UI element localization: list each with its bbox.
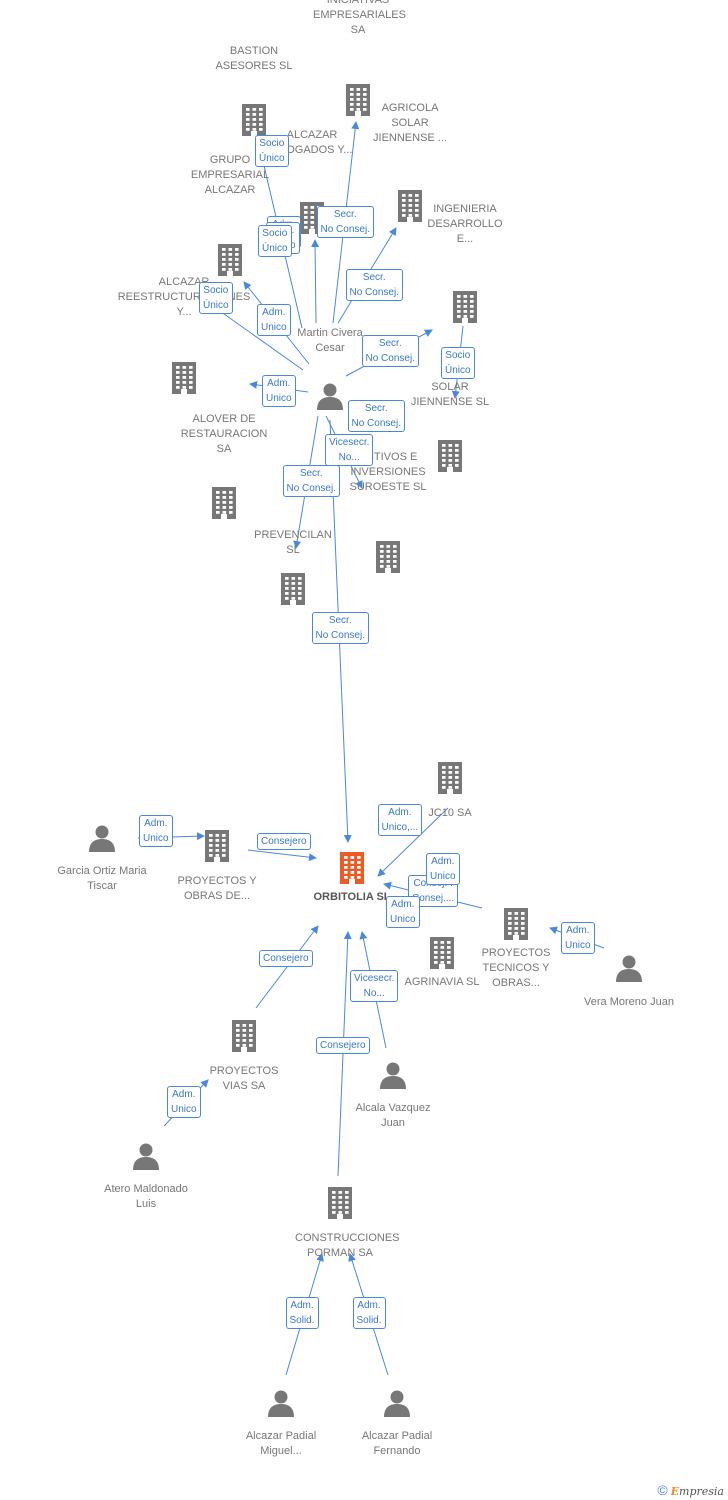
relation-label[interactable]: Consejero: [316, 1036, 370, 1054]
building-icon: [202, 829, 232, 868]
copyright-icon: ©: [657, 1482, 668, 1498]
building-icon: [427, 936, 457, 975]
node-label: Martin Civera Cesar: [297, 327, 363, 354]
node-label: Alcazar Padial Fernando: [361, 1430, 433, 1457]
node-label: PROYECTOS Y OBRAS DE...: [177, 875, 257, 902]
relation-label[interactable]: Adm.Unico: [139, 815, 173, 847]
node-label: GRUPO EMPRESARIAL ALCAZAR: [190, 154, 270, 196]
building-icon: [278, 572, 308, 611]
relation-label[interactable]: Vicesecr.No...: [325, 434, 374, 466]
relation-edge: [247, 849, 317, 862]
relation-label[interactable]: Adm.Unico: [257, 304, 291, 336]
node-label: SOLAR JIENNENSE SL: [410, 381, 490, 408]
brand-footer: ©Empresia: [657, 1482, 724, 1498]
relation-label[interactable]: Secr. No Consej.: [347, 400, 405, 432]
node-label: Alcala Vazquez Juan: [355, 1102, 431, 1129]
person-icon: [378, 1060, 408, 1095]
relation-label[interactable]: Consejero: [259, 949, 313, 967]
building-icon: [337, 851, 367, 890]
node-label: ACTIVOS E INVERSIONES SUROESTE SL: [349, 451, 427, 493]
relation-label[interactable]: Consejero: [257, 832, 311, 850]
building-icon: [215, 243, 245, 282]
node-label: Alcazar Padial Miguel...: [245, 1430, 317, 1457]
relation-label[interactable]: Adm.Unico,...: [377, 804, 423, 836]
node-label: INGENIERIA DESARROLLO E...: [427, 203, 503, 245]
relation-label[interactable]: Adm.Solid.: [285, 1297, 319, 1329]
node-label: ALOVER DE RESTAURACION SA: [180, 413, 268, 455]
relation-edge: [337, 931, 352, 1177]
node-label: AGRICOLA SOLAR JIENNENSE ...: [373, 102, 447, 144]
relation-label[interactable]: Secr. No Consej.: [345, 269, 403, 301]
node-label: ORBITOLIA SL: [313, 891, 391, 903]
building-icon: [501, 907, 531, 946]
node-label: AGRINAVIA SL: [404, 976, 480, 988]
relation-label[interactable]: Secr. No Consej.: [361, 335, 419, 367]
relation-label[interactable]: Adm.Unico: [426, 853, 460, 885]
person-icon: [315, 381, 345, 416]
node-label: CONSTRUCCIONES PORMAN SA: [295, 1232, 400, 1259]
person-icon: [614, 953, 644, 988]
building-icon: [435, 761, 465, 800]
building-icon: [395, 189, 425, 228]
relation-edge: [377, 807, 449, 877]
building-icon: [435, 439, 465, 478]
relation-label[interactable]: Adm.Unico: [167, 1086, 201, 1118]
relation-edge: [255, 925, 319, 1009]
person-icon: [266, 1388, 296, 1423]
building-icon: [325, 1186, 355, 1225]
relation-label[interactable]: Secr. No Consej.: [316, 206, 374, 238]
relation-edge: [311, 239, 320, 324]
node-label: ALCAZAR ABOGADOS Y...: [271, 129, 353, 156]
building-icon: [229, 1019, 259, 1058]
node-label: Atero Maldonado Luis: [104, 1183, 188, 1210]
node-label: PROYECTOS TECNICOS Y OBRAS...: [481, 947, 551, 989]
relation-label[interactable]: Adm.Solid.: [352, 1297, 386, 1329]
relation-label[interactable]: Secr. No Consej.: [282, 465, 340, 497]
building-icon: [373, 540, 403, 579]
node-label: Vera Moreno Juan: [584, 996, 674, 1008]
brand-logo: Empresia: [670, 1485, 724, 1498]
node-label: ALCAZAR REESTRUCTURACIONES Y...: [117, 276, 251, 318]
node-label: PROYECTOS VIAS SA: [209, 1065, 279, 1092]
node-label: BASTION ASESORES SL: [215, 45, 293, 72]
node-label: JC10 SA: [428, 807, 472, 819]
building-icon: [450, 290, 480, 329]
relation-label[interactable]: Adm.Unico: [386, 896, 420, 928]
relation-label[interactable]: Adm.Unico: [561, 922, 595, 954]
node-label: PREVENCILAN SL: [254, 529, 332, 556]
relation-label[interactable]: Secr. No Consej.: [311, 612, 369, 644]
person-icon: [131, 1141, 161, 1176]
building-icon: [169, 361, 199, 400]
building-icon: [343, 83, 373, 122]
node-label: Garcia Ortiz Maria Tiscar: [57, 865, 147, 892]
relation-label[interactable]: Adm.Unico: [262, 375, 296, 407]
building-icon: [209, 486, 239, 525]
person-icon: [87, 823, 117, 858]
person-icon: [382, 1388, 412, 1423]
relation-edge: [209, 303, 304, 371]
building-icon: [239, 103, 269, 142]
relation-label[interactable]: Vicesecr.No...: [350, 970, 399, 1002]
node-label: UNION DE INICIATIVAS EMPRESARIALES SA: [313, 0, 406, 36]
